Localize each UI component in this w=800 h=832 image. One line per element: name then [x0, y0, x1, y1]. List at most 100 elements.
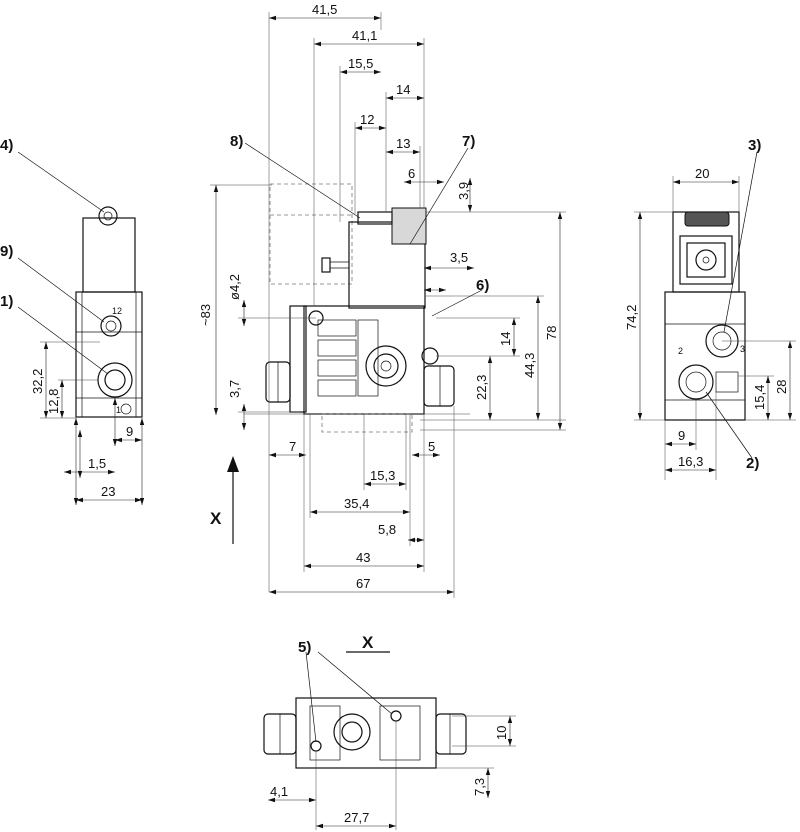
dimension-arrowhead	[412, 452, 419, 458]
dimension-arrowhead	[485, 791, 491, 798]
dim-9-right: 9	[678, 428, 685, 443]
callout-6: 6)	[476, 277, 489, 294]
dimension-arrowhead	[77, 430, 83, 437]
dimension-arrowhead	[424, 265, 431, 271]
dimension-arrowhead	[139, 418, 145, 425]
dimension-arrowhead	[665, 441, 672, 447]
connector-outline	[269, 183, 353, 285]
dimension-arrowhead	[241, 319, 247, 326]
dim-4-2: ø4,2	[227, 274, 242, 300]
dimension-arrowhead	[316, 823, 323, 829]
dim-78: 78	[544, 326, 559, 340]
front-fitting-right	[423, 365, 455, 407]
dimension-arrowhead	[467, 178, 473, 185]
dimension-arrowhead	[108, 469, 115, 475]
port-label-2: 2	[678, 346, 683, 356]
callout-labels: 4) 9) 1) 8) 7) 6) 3) 2) 5) X X	[0, 133, 761, 656]
port-label-3: 3	[740, 344, 745, 354]
dimension-arrowhead	[43, 342, 49, 349]
dimension-arrowhead	[413, 149, 420, 155]
dimension-arrowhead	[399, 481, 406, 487]
dim-27-7: 27,7	[344, 810, 369, 825]
dimension-arrowhead	[314, 41, 321, 47]
dimension-arrowhead	[511, 349, 517, 356]
dim-1-5: 1,5	[88, 456, 106, 471]
dim-41-1: 41,1	[352, 28, 377, 43]
dimension-arrowhead	[340, 69, 347, 75]
dimension-arrowhead	[665, 467, 672, 473]
dimension-arrowhead	[403, 509, 410, 515]
dimension-arrowhead	[408, 537, 415, 543]
dimension-arrowhead	[43, 411, 49, 418]
dim-3-9: 3,9	[456, 182, 471, 200]
dimension-arrowhead	[507, 739, 513, 746]
dim-3-7: 3,7	[227, 380, 242, 398]
dim-16-3: 16,3	[678, 454, 703, 469]
dim-23: 23	[101, 484, 115, 499]
dimension-arrowhead	[732, 179, 739, 185]
dim-13: 13	[396, 136, 410, 151]
dimension-arrowhead	[310, 509, 317, 515]
dim-74-2: 74,2	[624, 305, 639, 330]
view-label-x-arrow: X	[210, 509, 222, 528]
dimension-arrowhead	[241, 404, 247, 411]
front-view	[210, 12, 566, 598]
left-port-12	[100, 315, 122, 337]
dimension-arrowhead	[535, 296, 541, 303]
dimension-arrowhead	[213, 408, 219, 415]
view-label-x: X	[362, 633, 374, 652]
dimension-arrowhead	[433, 452, 440, 458]
bottom-fitting-right	[435, 713, 467, 755]
dim-7: 7	[289, 439, 296, 454]
right-port-2	[678, 364, 714, 400]
dimension-arrowhead	[417, 41, 424, 47]
dimension-arrowhead	[374, 15, 381, 21]
dimension-arrowhead	[637, 413, 643, 420]
dimension-arrowhead	[439, 287, 446, 293]
dimension-arrowhead	[76, 497, 83, 503]
right-valve-body	[664, 291, 746, 421]
dim-22-3: 22,3	[474, 375, 489, 400]
left-side-view	[17, 151, 143, 505]
dimension-arrowhead	[64, 469, 71, 475]
dimension-arrowhead	[115, 437, 122, 443]
dimension-arrowhead	[364, 481, 371, 487]
dimension-arrowhead	[241, 423, 247, 430]
left-coil	[82, 217, 136, 293]
dimension-arrowhead	[299, 452, 306, 458]
dimension-arrowhead	[386, 149, 393, 155]
callout-8: 8)	[230, 133, 243, 150]
dim-83: ~83	[198, 304, 213, 326]
dim-67: 67	[356, 576, 370, 591]
left-valve-body	[75, 291, 143, 418]
port-label-1: 1	[116, 405, 121, 415]
callout-4: 4)	[0, 137, 13, 154]
dim-44-3: 44,3	[522, 353, 537, 378]
dimension-arrowhead	[269, 15, 276, 21]
dim-5: 5	[428, 439, 435, 454]
dim-14-right: 14	[498, 332, 513, 346]
dimension-arrowhead	[437, 179, 444, 185]
front-coil	[348, 221, 426, 309]
dimension-arrowhead	[487, 413, 493, 420]
dimension-arrowhead	[557, 212, 563, 219]
dim-10: 10	[494, 726, 509, 740]
callout-9: 9)	[0, 243, 13, 260]
dimension-arrowhead	[709, 467, 716, 473]
dimension-arrowhead	[135, 437, 142, 443]
dim-12: 12	[360, 112, 374, 127]
dim-15-4: 15,4	[752, 385, 767, 410]
dim-15-3: 15,3	[370, 468, 395, 483]
dimension-arrowhead	[507, 716, 513, 723]
coil-plug	[391, 207, 427, 245]
dimension-arrowhead	[269, 589, 276, 595]
dimension-arrowhead	[309, 797, 316, 803]
dim-14-top: 14	[396, 82, 410, 97]
callout-2: 2)	[746, 455, 759, 472]
dimension-arrowhead	[637, 212, 643, 219]
dimension-arrowhead	[73, 498, 79, 505]
dim-28: 28	[774, 380, 789, 394]
front-port	[365, 345, 407, 387]
dimension-arrowhead	[404, 179, 411, 185]
